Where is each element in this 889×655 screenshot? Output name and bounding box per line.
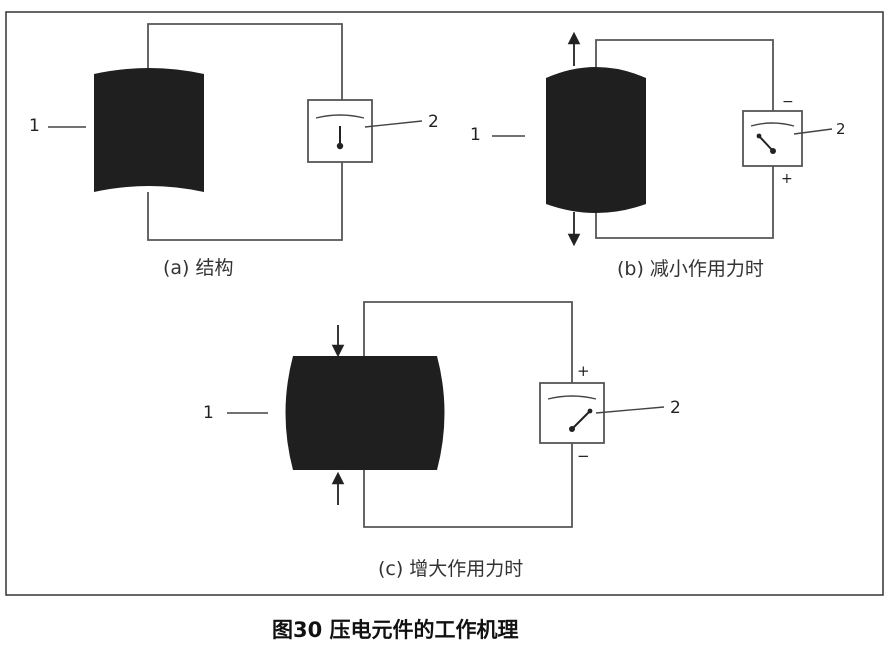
panel-b: 1 2 − + (b) 减小作用力时 (470, 31, 846, 280)
panel-b-meter-needle (758, 135, 774, 152)
figure-caption: 图30 压电元件的工作机理 (272, 618, 519, 642)
panel-b-bottom-sign: + (781, 171, 793, 187)
panel-a-top-wire (147, 23, 343, 100)
panel-c-top-wire (363, 301, 573, 383)
panel-a-element-label: 1 (29, 116, 40, 136)
panel-a-meter-label: 2 (428, 112, 439, 132)
panel-c-meter-pivot (569, 426, 575, 432)
panel-b-top-sign: − (782, 94, 794, 110)
panel-c-meter-leader (595, 406, 665, 414)
panel-b-meter-scale (750, 122, 795, 127)
panel-b-element-label: 1 (470, 125, 481, 145)
panel-b-top-wire (595, 39, 774, 111)
panel-a-bottom-wire (147, 162, 343, 241)
panel-b-meter (742, 110, 803, 167)
panel-c-meter-tip (587, 408, 593, 414)
panel-a-meter-leader (364, 120, 423, 128)
panel-a-meter-scale (315, 114, 365, 119)
panel-b-piezo-element (546, 67, 646, 213)
panel-c-piezo-element (285, 356, 445, 470)
panel-a: 1 2 (a) 结构 (29, 23, 439, 279)
panel-c-top-sign: + (577, 362, 590, 380)
outer-frame (5, 11, 884, 596)
panel-b-caption: (b) 减小作用力时 (617, 258, 764, 280)
panel-c-meter-label: 2 (670, 398, 681, 418)
panel-c-caption: (c) 增大作用力时 (378, 558, 523, 580)
panel-c-meter (539, 382, 605, 444)
panel-b-meter-leader (793, 128, 833, 135)
panel-c: 1 2 + − (c) 增大作用力时 (203, 301, 681, 580)
panel-b-meter-tip (756, 133, 762, 139)
panel-a-piezo-element (94, 68, 204, 192)
panel-c-meter-needle (571, 410, 591, 430)
panel-c-bottom-sign: − (577, 447, 590, 465)
panel-c-bottom-wire (363, 443, 573, 528)
panel-a-meter-pivot (336, 142, 344, 150)
panel-b-meter-label: 2 (836, 120, 846, 138)
panel-c-element-label: 1 (203, 403, 214, 423)
panel-a-caption: (a) 结构 (163, 257, 234, 279)
panel-b-bottom-wire (595, 166, 774, 239)
panel-c-meter-scale (547, 395, 597, 400)
panel-b-meter-pivot (770, 148, 776, 154)
